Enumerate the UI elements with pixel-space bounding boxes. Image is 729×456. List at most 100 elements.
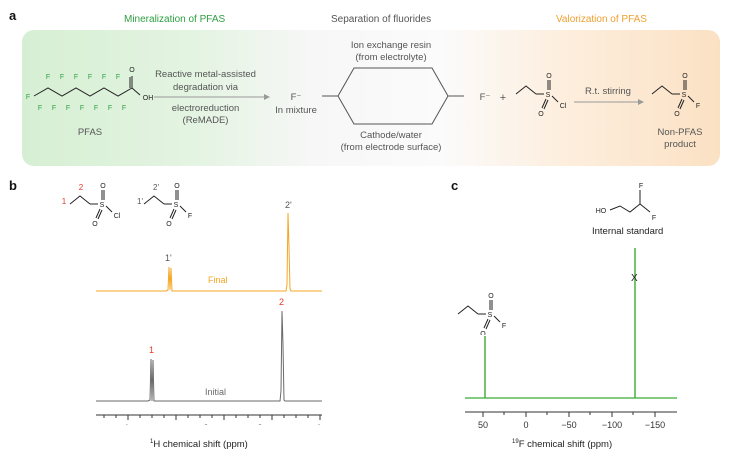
- atom-s: S: [100, 202, 105, 209]
- atom-f: F: [66, 105, 70, 112]
- atom-f: F: [94, 105, 98, 112]
- atom-o: O: [538, 111, 544, 118]
- internal-standard-structure: HO F F: [596, 183, 656, 222]
- remade-line-2: degradation via: [173, 82, 238, 93]
- atom-f: F: [52, 105, 56, 112]
- atom-o: O: [546, 73, 552, 80]
- atom-cl: Cl: [560, 103, 567, 110]
- f-minor-ticks: [503, 412, 634, 415]
- f-tick-minus-50: −50: [561, 420, 576, 430]
- standard-marker: X: [631, 273, 638, 284]
- atom-o: O: [166, 221, 172, 228]
- atom-s: S: [546, 92, 551, 99]
- separation-title: Separation of fluorides: [331, 14, 432, 25]
- peak-label-1-prime: 1': [165, 253, 172, 263]
- h-tick-4: 4: [123, 423, 128, 425]
- atom-f: F: [38, 105, 42, 112]
- atom-o: O: [92, 221, 98, 228]
- initial-trace: [96, 310, 322, 402]
- atom-s: S: [174, 202, 179, 209]
- atom-f: F: [639, 183, 643, 190]
- mineralization-title: Mineralization of PFAS: [124, 14, 226, 25]
- atom-o: O: [129, 67, 135, 74]
- sulfonyl-fluoride-structure: O S O F: [651, 73, 700, 118]
- peak-label-1: 1: [149, 345, 155, 355]
- panel-b-letter: b: [9, 178, 17, 193]
- atom-oh: OH: [143, 95, 154, 102]
- f-tick-50: 50: [478, 420, 488, 430]
- h-nmr-spectrum: 4 3 2 1: [96, 212, 322, 425]
- h-tick-1: 1: [316, 423, 321, 425]
- panel-c-letter: c: [451, 178, 459, 193]
- atom-f: F: [502, 323, 506, 330]
- atom-o: O: [488, 293, 494, 300]
- atom-label-1-prime: 1': [137, 197, 143, 206]
- atom-f: F: [60, 74, 64, 81]
- atom-o: O: [100, 183, 106, 190]
- f-tick-minus-150: −150: [645, 420, 665, 430]
- initial-label: Initial: [205, 387, 227, 397]
- atom-f: F: [652, 215, 656, 222]
- remade-arrow: [154, 94, 270, 100]
- atom-f: F: [80, 105, 84, 112]
- atom-f: F: [116, 74, 120, 81]
- panel-c-sulfonyl-fluoride: O S O F: [457, 293, 506, 335]
- product-label-1: Non-PFAS: [657, 127, 703, 138]
- atom-f: F: [188, 213, 192, 220]
- atom-cl: Cl: [114, 213, 121, 220]
- panel-b-structures: O S O Cl O S O F 1 2 1' 2': [62, 183, 192, 228]
- stirring-label: R.t. stirring: [585, 86, 631, 97]
- h-tick-2: 2: [257, 423, 262, 425]
- h-major-ticks: [127, 415, 321, 420]
- atom-label-2-prime: 2': [153, 183, 159, 192]
- remade-line-1: Reactive metal-assisted: [155, 69, 256, 80]
- atom-o: O: [682, 73, 688, 80]
- atom-o: O: [480, 331, 486, 335]
- atom-ho: HO: [596, 208, 607, 215]
- atom-s: S: [682, 92, 687, 99]
- f-nmr-spectrum: 50 0 −50 −100 −150: [465, 248, 677, 430]
- f-major-ticks: [482, 412, 656, 417]
- atom-f: F: [26, 94, 30, 101]
- fluoride-mixture-symbol: F⁻: [290, 92, 302, 103]
- pfas-structure: F F F F F F F F F F F F F F O OH: [26, 67, 154, 112]
- h-tick-3: 3: [203, 423, 208, 425]
- h-minor-ticks: [103, 415, 309, 418]
- atom-label-2: 2: [79, 183, 84, 192]
- internal-standard-label: Internal standard: [592, 226, 664, 237]
- remade-line-4: (ReMADE): [182, 115, 229, 126]
- atom-f: F: [122, 105, 126, 112]
- h-axis-title: 1H chemical shift (ppm): [150, 439, 248, 450]
- f-tick-minus-100: −100: [602, 420, 622, 430]
- fluoride-out-symbol: F⁻: [479, 92, 491, 103]
- fluoride-mixture-label: In mixture: [275, 105, 317, 116]
- resin-label-2: (from electrolyte): [355, 52, 427, 63]
- atom-o: O: [174, 183, 180, 190]
- final-label: Final: [208, 275, 228, 285]
- pfas-label: PFAS: [77, 127, 103, 138]
- cathode-label-1: Cathode/water: [360, 130, 422, 141]
- h-axis-title-sup: 1: [150, 439, 154, 445]
- atom-o: O: [674, 111, 680, 118]
- cathode-label-2: (from electrode surface): [340, 142, 442, 153]
- separation-hexagon: [322, 67, 464, 125]
- peak-label-2-prime: 2': [285, 200, 292, 210]
- atom-f: F: [46, 74, 50, 81]
- product-label-2: product: [664, 139, 696, 150]
- final-trace: [96, 212, 322, 292]
- h-axis-title-text: H chemical shift (ppm): [153, 439, 248, 451]
- f-axis-title-text: F chemical shift (ppm): [518, 439, 613, 451]
- atom-f: F: [696, 103, 700, 110]
- atom-f: F: [74, 74, 78, 81]
- atom-f: F: [108, 105, 112, 112]
- f-axis-title: 19F chemical shift (ppm): [512, 439, 612, 450]
- panel-a-background: [22, 30, 720, 166]
- atom-s: S: [488, 312, 493, 319]
- peak-label-2: 2: [279, 297, 285, 307]
- remade-line-3: electroreduction: [171, 103, 240, 114]
- panel-a-letter: a: [9, 8, 17, 23]
- atom-f: F: [88, 74, 92, 81]
- resin-label-1: Ion exchange resin: [350, 40, 432, 51]
- plus-sign: +: [499, 92, 507, 104]
- atom-f: F: [102, 74, 106, 81]
